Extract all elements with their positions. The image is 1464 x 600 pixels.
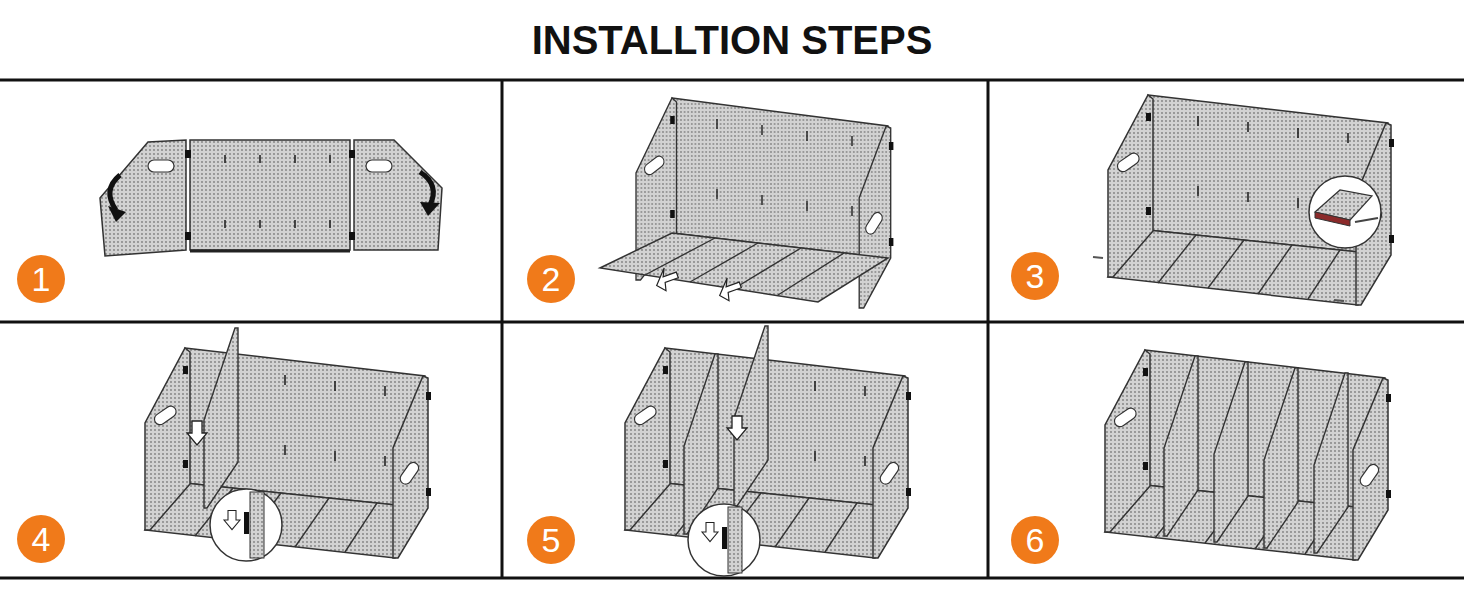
step-number-circle: 4 (17, 515, 65, 563)
frame-with-base (600, 98, 893, 308)
grid-lines (0, 80, 1464, 578)
unfolded-frame (100, 140, 442, 256)
step-number-circle: 1 (17, 255, 65, 303)
step-number: 6 (1026, 523, 1045, 557)
step-number: 5 (542, 523, 561, 557)
assembled-frame (1093, 95, 1394, 305)
step-number: 2 (542, 262, 561, 296)
step-number-circle: 6 (1011, 516, 1059, 564)
insert-second-divider (625, 326, 911, 576)
finished-organizer (1105, 350, 1391, 560)
insert-first-divider (145, 328, 431, 561)
step-number: 4 (32, 522, 51, 556)
step-number: 1 (32, 262, 51, 296)
step-number-circle: 5 (527, 516, 575, 564)
title: INSTALLTION STEPS (0, 12, 1464, 68)
step-number-circle: 2 (527, 255, 575, 303)
step-number-circle: 3 (1011, 252, 1059, 300)
step-number: 3 (1026, 259, 1045, 293)
